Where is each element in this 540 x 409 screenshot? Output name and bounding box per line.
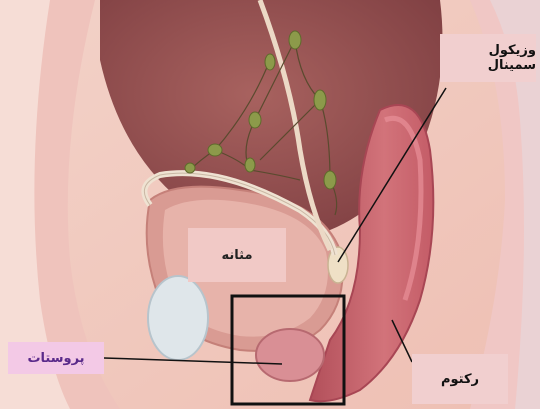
bladder-label: مثانه <box>188 228 286 282</box>
prostate-shape <box>256 329 324 381</box>
prostate-label: پروستات <box>8 342 104 374</box>
seminal-vesicle-shape <box>328 247 348 283</box>
seminal-vesicle-label: وزیکول سمینال <box>440 34 536 82</box>
rectum-label: رکتوم <box>412 354 508 404</box>
pubic-bone <box>148 276 208 360</box>
